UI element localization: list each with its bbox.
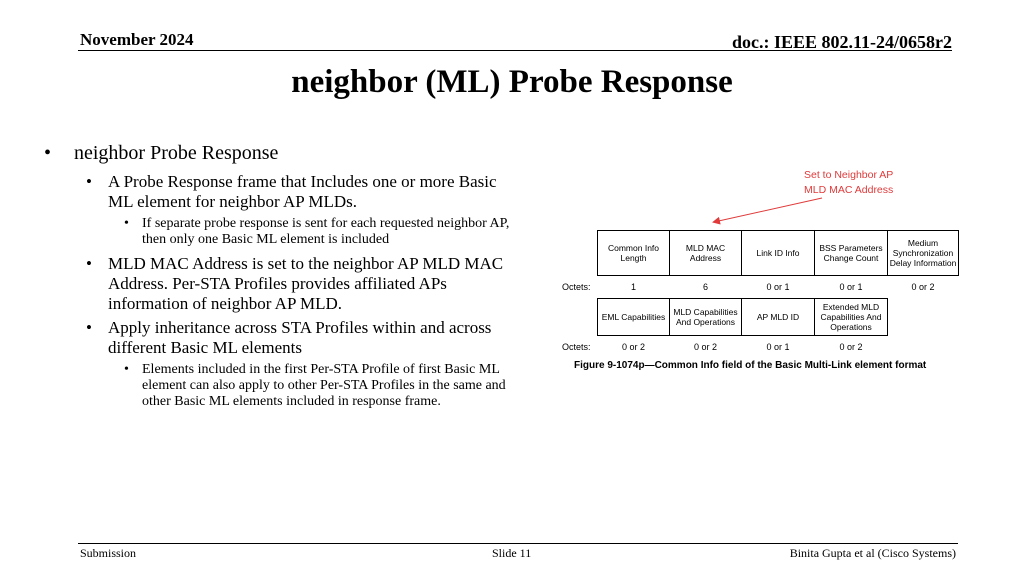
octets-mld-mac-address: 6 [702,282,708,292]
slide-title: neighbor (ML) Probe Response [291,64,733,100]
bullet-l1-neighbor-probe-response: neighbor Probe Response [44,142,524,164]
octets-link-id-info: 0 or 1 [766,282,790,292]
bullet-l2-inheritance: Apply inheritance across STA Profiles wi… [78,318,524,358]
annotation-line-2: MLD MAC Address [804,184,894,196]
field-mld-mac-address: MLD MAC Address [669,230,742,276]
field-medium-sync-delay-info: Medium Synchronization Delay Information [887,230,959,276]
field-bss-parameters-change-count: BSS Parameters Change Count [814,230,888,276]
footer-slide-number: Slide 11 [492,546,532,560]
footer-author: Binita Gupta et al (Cisco Systems) [789,546,956,560]
annotation-callout: Set to Neighbor AP MLD MAC Address [804,168,893,198]
octets-medium-sync-delay-info: 0 or 2 [911,282,935,292]
field-common-info-length: Common Info Length [597,230,670,276]
octets-common-info-length: 1 [630,282,636,292]
octets-label-row1: Octets: [562,282,591,292]
octets-extended-mld-capabilities: 0 or 2 [839,342,863,352]
bullet-l2-mld-mac-address: MLD MAC Address is set to the neighbor A… [78,254,524,314]
figure-caption: Figure 9-1074p—Common Info field of the … [574,360,927,371]
bullet-l3-separate-probe-response: If separate probe response is sent for e… [112,216,524,248]
octets-bss-parameters-change-count: 0 or 1 [839,282,863,292]
annotation-line-1: Set to Neighbor AP [804,169,894,181]
bullet-l2-probe-response-frame: A Probe Response frame that Includes one… [78,172,524,212]
field-extended-mld-capabilities: Extended MLD Capabilities And Operations [814,298,888,336]
bullet-l3-elements-included: Elements included in the first Per-STA P… [112,362,524,410]
octets-eml-capabilities: 0 or 2 [621,342,645,352]
header-date: November 2024 [80,30,194,49]
arrow-line [712,197,823,225]
footer-rule [78,543,958,544]
header-doc-id: doc.: IEEE 802.11-24/0658r2 [731,32,952,52]
field-eml-capabilities: EML Capabilities [597,298,670,336]
field-ap-mld-id: AP MLD ID [741,298,815,336]
octets-ap-mld-id: 0 or 1 [766,342,790,352]
footer-submission: Submission [80,546,137,560]
field-mld-capabilities-and-operations: MLD Capabilities And Operations [669,298,742,336]
field-link-id-info: Link ID Info [741,230,815,276]
octets-mld-capabilities-and-operations: 0 or 2 [693,342,717,352]
bullet-list: neighbor Probe Response A Probe Response… [44,142,524,416]
header-rule [78,50,952,51]
octets-label-row2: Octets: [562,342,591,352]
